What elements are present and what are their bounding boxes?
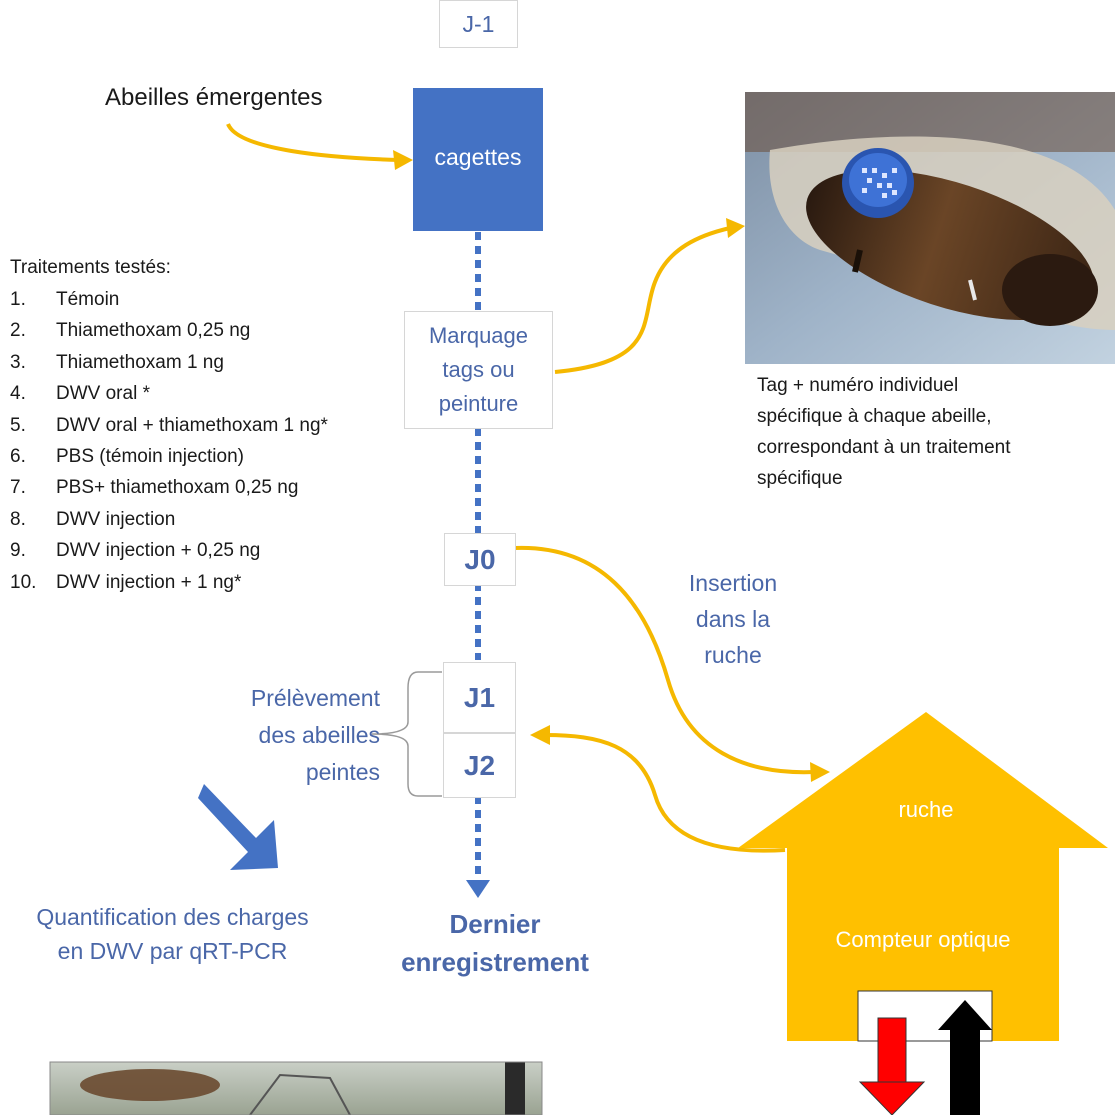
treatment-label: DWV oral * (56, 383, 150, 405)
treatment-item: 8. DWV injection (10, 504, 328, 535)
hive-roof (738, 712, 1108, 848)
treatment-number: 10. (10, 571, 37, 593)
treatment-label: PBS (témoin injection) (56, 446, 244, 468)
treatment-number: 4. (10, 383, 26, 405)
optical-counter-label: Compteur optique (835, 927, 1011, 952)
treatment-label: Thiamethoxam 0,25 ng (56, 320, 251, 342)
sampling-line: peintes (305, 759, 380, 785)
sampling-line: Prélèvement (250, 685, 380, 711)
treatment-item: 4. DWV oral * (10, 378, 328, 409)
day-1-box: J1 (443, 662, 516, 733)
tag-caption-line: spécifique (757, 468, 843, 489)
treatment-item: 1. Témoin (10, 284, 328, 315)
quantification-line: Quantification des charges (36, 904, 309, 930)
arrow-j0-to-hive (514, 545, 816, 775)
treatments-list: 1. Témoin 2. Thiamethoxam 0,25 ng 3. Thiame… (10, 284, 328, 598)
treatment-number: 1. (10, 289, 26, 310)
marking-line: Marquage (428, 323, 529, 348)
treatment-label: PBS+ thiamethoxam 0,25 ng (56, 477, 299, 499)
arrow-counter-to-j2 (544, 733, 786, 853)
treatment-label: Témoin (56, 289, 120, 310)
entry-arrow-head (938, 1000, 992, 1030)
bee-tag-photo (745, 92, 1115, 364)
treatment-item: 6. PBS (témoin injection) (10, 441, 328, 472)
treatment-item: 5. DWV oral + thiamethoxam 1 ng* (10, 410, 328, 441)
marking-line: tags ou (442, 357, 515, 382)
day-0-label: J0 (464, 543, 496, 575)
treatment-label: DWV injection (56, 508, 176, 530)
treatment-number: 9. (10, 540, 26, 562)
tag-caption-line: correspondant à un traitement (757, 437, 1011, 458)
insertion-line: Insertion (688, 570, 778, 596)
tag-caption-line: Tag + numéro individuel (757, 375, 959, 396)
treatments-title: Traitements testés: (10, 257, 171, 278)
day-minus-1-box: J-1 (439, 0, 518, 48)
arrow-marking-to-photo (554, 226, 731, 374)
last-record-line: enregistrement (401, 947, 589, 977)
treatment-number: 7. (10, 477, 26, 499)
last-record-line: Dernier (449, 909, 541, 939)
quantification-label: Quantification des charges en DWV par qR… (0, 900, 345, 968)
treatment-number: 8. (10, 508, 26, 530)
treatment-item: 10. DWV injection + 1 ng* (10, 567, 328, 598)
quantification-arrow (198, 784, 278, 870)
treatment-label: DWV oral + thiamethoxam 1 ng* (56, 414, 328, 436)
treatment-item: 2. Thiamethoxam 0,25 ng (10, 315, 328, 346)
treatment-label: Thiamethoxam 1 ng (56, 351, 224, 373)
treatment-item: 7. PBS+ thiamethoxam 0,25 ng (10, 472, 328, 503)
sampling-line: des abeilles (258, 722, 380, 748)
day-0-box: J0 (444, 533, 516, 586)
timeline-arrowhead (466, 880, 490, 898)
treatment-number: 2. (10, 320, 26, 342)
day-minus-1-label: J-1 (462, 10, 495, 37)
quantification-line: en DWV par qRT-PCR (57, 938, 288, 964)
treatment-number: 6. (10, 446, 26, 468)
treatment-label: DWV injection + 0,25 ng (56, 540, 261, 562)
day-2-box: J2 (443, 733, 516, 798)
insertion-label: Insertion dans la ruche (658, 565, 808, 673)
tag-caption: Tag + numéro individuel spécifique à cha… (757, 370, 1011, 494)
marking-box: Marquage tags ou peinture (404, 311, 553, 429)
tag-caption-line: spécifique à chaque abeille, (757, 406, 992, 427)
sampling-brace (371, 671, 442, 797)
treatment-item: 3. Thiamethoxam 1 ng (10, 347, 328, 378)
exit-arrow-head (858, 1081, 926, 1115)
marking-line: peinture (438, 391, 519, 416)
entry-arrow-shaft (950, 1030, 980, 1115)
insertion-line: dans la (695, 606, 771, 632)
day-1-label: J1 (463, 681, 496, 713)
treatment-number: 3. (10, 351, 26, 373)
hive-photo (49, 1061, 543, 1115)
treatment-item: 9. DWV injection + 0,25 ng (10, 535, 328, 566)
treatment-label: DWV injection + 1 ng* (56, 571, 242, 593)
last-record-label: Dernier enregistrement (390, 905, 600, 981)
hive-label: ruche (898, 797, 954, 822)
treatment-number: 5. (10, 414, 26, 436)
cages-box (413, 88, 543, 231)
cages-label: cagettes (434, 144, 522, 170)
emerging-bees-label: Abeilles émergentes (105, 84, 323, 111)
day-2-label: J2 (463, 749, 496, 781)
sampling-label: Prélèvement des abeilles peintes (180, 680, 380, 791)
exit-arrow-shaft (877, 1017, 907, 1086)
arrow-bees-to-cages (226, 123, 401, 162)
insertion-line: ruche (704, 642, 762, 668)
